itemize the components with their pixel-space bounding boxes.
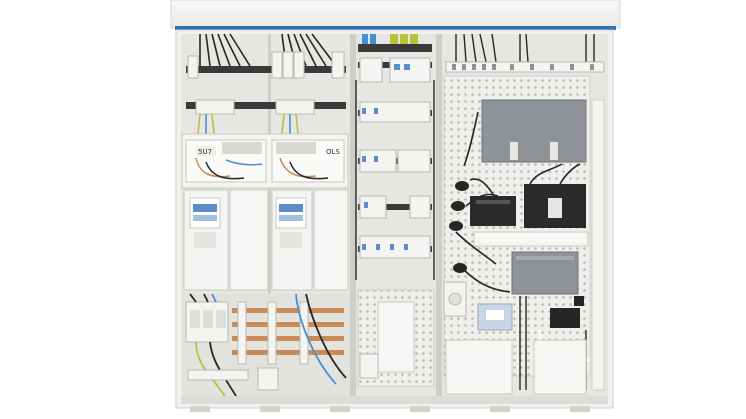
right-rail	[591, 99, 605, 391]
breaker-row-4	[358, 195, 432, 219]
socket-outlet	[443, 281, 467, 317]
busbar-supports	[237, 301, 309, 365]
breaker-row-3	[358, 149, 432, 173]
network-switch-left	[470, 196, 516, 226]
router-bottom	[511, 251, 579, 295]
din-rail-1	[186, 66, 346, 73]
black-adapter-right	[550, 296, 584, 328]
meter-blank-cover-left	[229, 189, 269, 291]
din-rail-2	[186, 102, 346, 109]
grounding-wires-top	[197, 113, 299, 135]
router-top	[481, 99, 587, 163]
middle-bottom-block	[359, 353, 379, 379]
small-network-device	[477, 303, 513, 331]
meter-left-label: 5U7	[198, 148, 212, 156]
terminal-strip-bottom-2	[257, 367, 279, 391]
breaker-row-1	[358, 57, 432, 83]
meter-module-left: 5U7	[185, 139, 267, 183]
bottom-covers-right	[445, 339, 587, 395]
copper-busbars	[232, 308, 344, 355]
cabinet-bottom-strip	[181, 396, 608, 404]
meter-blank-cover-right	[313, 189, 349, 291]
cabinet-top-strip	[175, 26, 616, 30]
power-adapters	[449, 181, 469, 273]
middle-cover-inner	[377, 301, 415, 373]
multimedia-cables	[455, 111, 581, 293]
terminal-blocks-row-2	[195, 99, 315, 115]
electricity-meter-right	[271, 189, 313, 291]
patch-panel-rail	[445, 61, 605, 73]
meter-module-wires	[195, 157, 329, 180]
patch-panel-ports	[452, 64, 594, 70]
cabinet-feet	[190, 406, 590, 412]
electricity-meter-left	[183, 189, 229, 291]
breaker-row-5	[358, 235, 432, 259]
breaker-row-2	[358, 101, 432, 123]
terminal-blocks-row-1	[187, 51, 345, 79]
blue-wires-top	[205, 114, 291, 134]
cabinet-top-cover	[170, 0, 621, 29]
right-top-cables	[455, 33, 595, 63]
terminal-strip-bottom	[187, 369, 249, 381]
main-switch-block	[185, 301, 229, 343]
middle-cable-runs	[355, 80, 435, 280]
busbar-cables	[189, 293, 347, 399]
meter-module-right: OLS	[271, 139, 345, 183]
device-shelf	[473, 231, 589, 247]
middle-breaker-area	[358, 34, 432, 52]
meter-right-label: OLS	[326, 148, 340, 156]
left-cable-bundles	[199, 33, 337, 67]
network-switch-right	[524, 184, 586, 228]
